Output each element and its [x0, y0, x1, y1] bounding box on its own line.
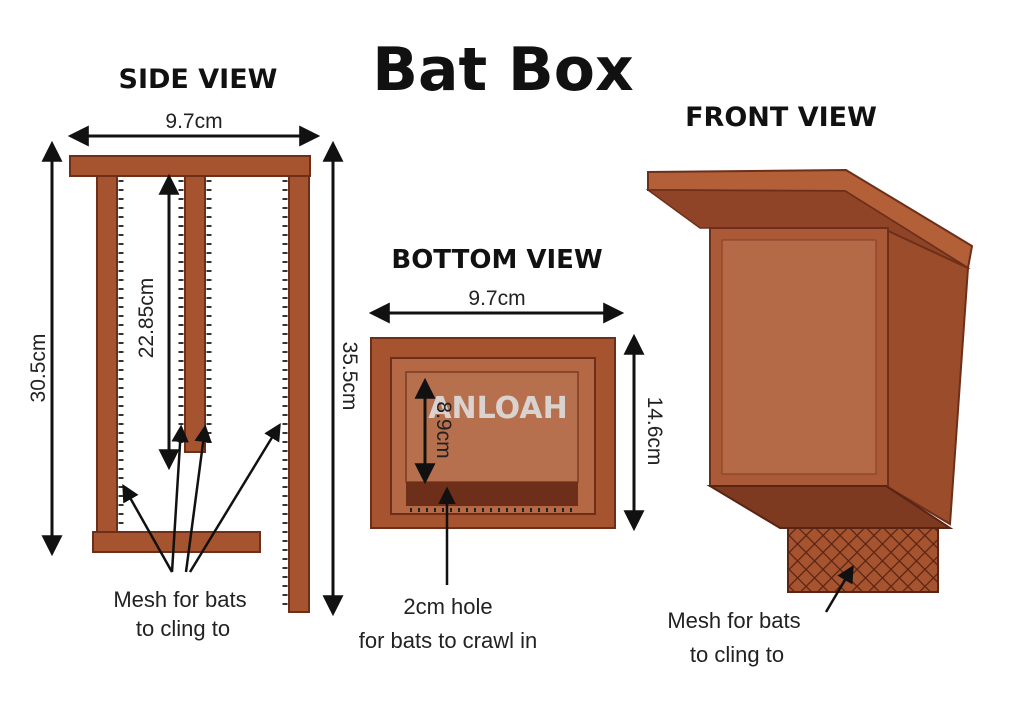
bottom-caption-line2: for bats to crawl in — [359, 628, 538, 653]
bottom-caption-line1: 2cm hole — [403, 594, 492, 619]
side-mesh-pointers — [122, 423, 281, 573]
watermark: ANLOAH — [428, 391, 567, 426]
side-bottom-board — [92, 531, 261, 553]
front-view-heading: FRONT VIEW — [685, 102, 877, 133]
bottom-view-heading: BOTTOM VIEW — [391, 245, 602, 275]
side-height-outer-label: 30.5cm — [27, 334, 50, 403]
page-title: Bat Box — [372, 35, 633, 105]
bottom-height-label: 14.6cm — [643, 397, 666, 466]
bottom-view: BOTTOM VIEW 9.7cm ANLOAH 8.9cm 14.6cm 2c… — [359, 245, 666, 653]
side-view: SIDE VIEW 9.7cm 30.5cm 22.85cm 35.5cm — [27, 64, 361, 641]
front-view: FRONT VIEW Mesh for bats to cling to — [645, 102, 974, 667]
side-back-board — [96, 175, 118, 533]
side-height-total-label: 35.5cm — [338, 342, 361, 411]
side-height-inner-label: 22.85cm — [135, 278, 158, 359]
front-caption-line2: to cling to — [690, 642, 784, 667]
side-width-label: 9.7cm — [165, 110, 222, 133]
side-roof-board — [69, 155, 311, 177]
front-bottom-shelf — [706, 485, 954, 529]
bottom-entry-slot — [406, 482, 578, 506]
bottom-inner-label: 8.9cm — [432, 401, 455, 458]
side-front-board — [288, 175, 310, 613]
side-inner-board — [184, 175, 206, 453]
front-panel-inset — [721, 239, 877, 475]
front-mesh-panel — [787, 527, 939, 593]
side-view-heading: SIDE VIEW — [119, 64, 278, 95]
bottom-width-label: 9.7cm — [468, 287, 525, 310]
side-caption-line2: to cling to — [136, 616, 230, 641]
side-caption-line1: Mesh for bats — [113, 587, 246, 612]
front-caption-line1: Mesh for bats — [667, 608, 800, 633]
front-mesh-pointer — [824, 564, 854, 613]
bottom-roof-panel — [405, 371, 579, 483]
front-side-panel — [885, 228, 970, 526]
